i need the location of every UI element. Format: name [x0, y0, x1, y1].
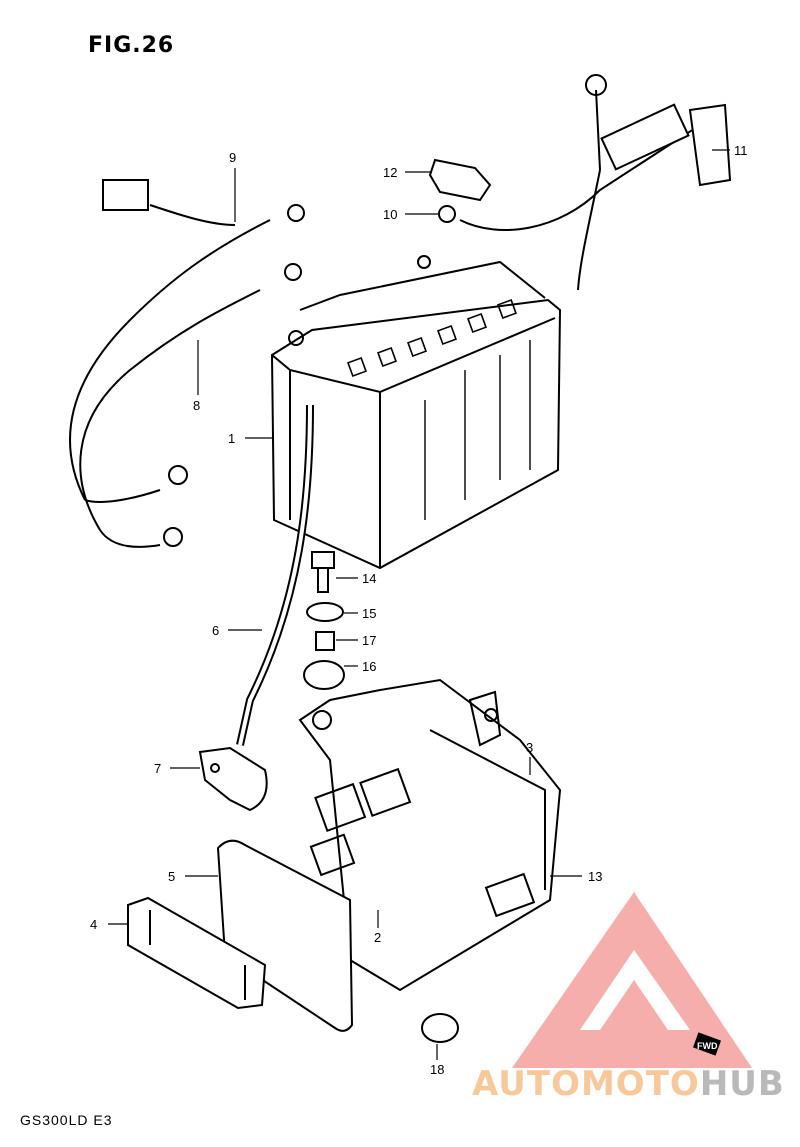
terminal-cap	[428, 158, 492, 202]
callout-13: 13	[588, 869, 602, 884]
battery-lead-negative	[79, 263, 302, 548]
callout-1: 1	[228, 431, 235, 446]
battery-tray	[298, 678, 562, 992]
callout-12: 12	[383, 165, 397, 180]
callout-6: 6	[212, 623, 219, 638]
callout-4: 4	[90, 917, 97, 932]
battery	[270, 255, 562, 570]
callout-labels: 1 2 3 4 5 6 7 8 9 10 11 12 13 14 15 17 1…	[90, 143, 748, 1077]
bolt	[311, 551, 335, 593]
callout-5: 5	[168, 869, 175, 884]
watermark-part1: AUTOMOTO	[472, 1064, 700, 1104]
rubber-strap	[127, 896, 267, 1010]
leader-lines	[108, 149, 730, 1060]
callout-15: 15	[362, 606, 376, 621]
side-cover	[216, 839, 354, 1032]
collar	[315, 631, 335, 651]
model-code: GS300LD E3	[20, 1112, 113, 1128]
washer	[306, 602, 344, 622]
fwd-label: FWD	[697, 1041, 718, 1051]
cushion	[303, 660, 345, 690]
callout-10: 10	[383, 207, 397, 222]
callout-18: 18	[430, 1062, 444, 1077]
callout-3: 3	[526, 740, 533, 755]
callout-16: 16	[362, 659, 376, 674]
callout-9: 9	[229, 150, 236, 165]
grommet	[421, 1013, 459, 1043]
callout-14: 14	[362, 571, 376, 586]
callout-11: 11	[734, 143, 748, 158]
forward-arrow-icon: FWD	[692, 1032, 722, 1056]
watermark-logo	[512, 892, 752, 1068]
starter-relay-lead	[438, 74, 732, 291]
figure-title: FIG.26	[88, 33, 175, 58]
callout-7: 7	[154, 761, 161, 776]
battery-lead-positive	[69, 179, 305, 503]
callout-17: 17	[362, 633, 376, 648]
callout-2: 2	[374, 930, 381, 945]
callout-8: 8	[193, 398, 200, 413]
watermark-part2: HUB	[699, 1064, 785, 1104]
watermark-text: AUTOMOTOHUB	[472, 1064, 785, 1104]
clamp	[198, 746, 268, 812]
